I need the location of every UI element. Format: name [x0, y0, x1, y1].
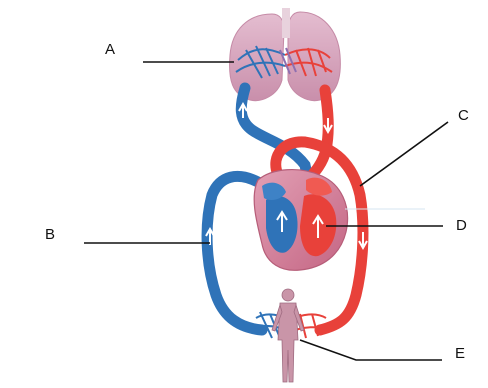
- label-c: C: [458, 107, 469, 124]
- label-e: E: [455, 345, 465, 362]
- heart: [254, 170, 347, 271]
- trachea: [282, 8, 290, 38]
- left-lung: [230, 14, 284, 101]
- label-b: B: [45, 226, 55, 243]
- human-figure-icon: [272, 289, 304, 382]
- leader-line-e: [300, 340, 442, 360]
- label-d: D: [456, 217, 467, 234]
- label-a: A: [105, 41, 115, 58]
- right-lung: [288, 12, 340, 101]
- leader-line-c: [360, 122, 448, 186]
